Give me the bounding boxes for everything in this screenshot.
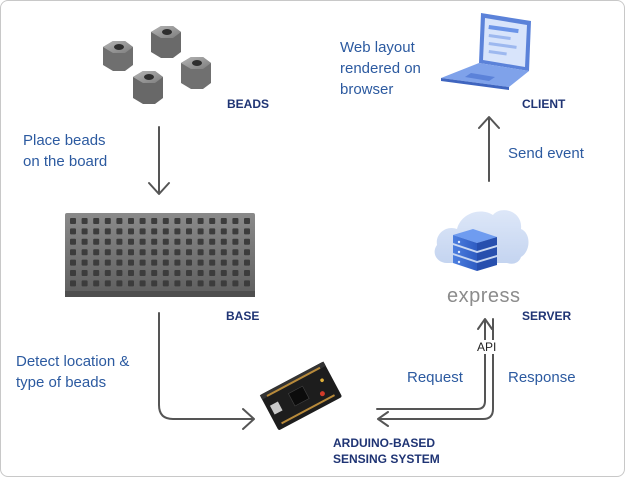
cloud-server-icon [434, 210, 529, 271]
express-logo: express [447, 285, 521, 307]
place-beads-note-line1: Place beads [23, 132, 106, 149]
arduino-label-line2: SENSING SYSTEM [333, 452, 440, 466]
arrowhead-base-to-arduino [242, 408, 255, 430]
arrowhead-response [377, 411, 389, 427]
laptop-icon [441, 13, 531, 90]
response-note: Response [508, 369, 576, 386]
web-layout-note-line2: rendered on [340, 60, 421, 77]
arrowhead-request [477, 318, 493, 330]
arrow-response [378, 318, 494, 420]
beads-label: BEADS [227, 97, 270, 111]
circuit-board-icon [259, 361, 342, 430]
server-label: SERVER [522, 309, 572, 323]
request-note: Request [407, 369, 463, 386]
arrow-request [376, 320, 486, 410]
detect-note-line1: Detect location & [16, 353, 130, 370]
api-label: API [475, 340, 499, 354]
client-label: CLIENT [522, 97, 566, 111]
web-layout-note-line3: browser [340, 81, 394, 98]
arduino-label-line1: ARDUINO-BASED [333, 436, 435, 450]
arrowhead-server-to-client [478, 116, 500, 129]
arrow-base-to-arduino [158, 312, 254, 420]
send-event-note: Send event [508, 145, 584, 162]
base-label: BASE [226, 309, 260, 323]
hex-nut-beads-icon [103, 26, 211, 104]
detect-note-line2: type of beads [16, 374, 107, 391]
place-beads-note-line2: on the board [23, 153, 108, 170]
peg-board-icon [65, 213, 255, 297]
arrowhead-beads-to-base [148, 182, 170, 195]
web-layout-note-line1: Web layout [340, 39, 415, 56]
